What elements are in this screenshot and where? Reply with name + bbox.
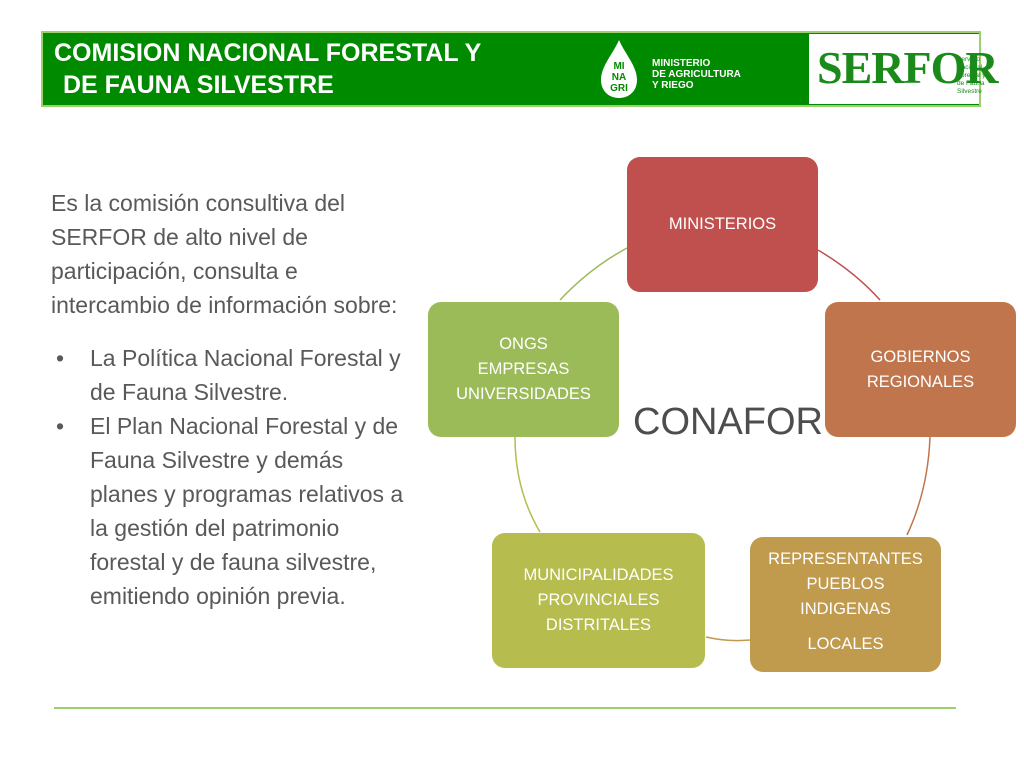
connector-gobiernos-representantes	[906, 436, 931, 536]
minagri-text-line-2: DE AGRICULTURA	[652, 69, 741, 80]
node-label: UNIVERSIDADES	[456, 385, 591, 403]
bullet-text: La Política Nacional Forestal y de Fauna…	[90, 345, 401, 405]
serfor-logo: SERFOR Servicio Nacional Forestal y de F…	[809, 34, 999, 104]
serfor-logo-word: SERFOR	[817, 42, 999, 93]
node-label: MUNICIPALIDADES	[523, 566, 674, 584]
node-gobiernos-regionales: GOBIERNOS REGIONALES	[825, 302, 1016, 437]
bullet-dot: •	[56, 413, 65, 439]
bullet-item: • El Plan Nacional Forestal y de Fauna S…	[51, 409, 411, 613]
bullet-dot: •	[56, 345, 65, 371]
serfor-tag-line-1: Servicio	[957, 56, 981, 63]
minagri-drop-line-2: NA	[612, 72, 626, 83]
node-label: ONGS	[499, 335, 548, 353]
bullet-text: El Plan Nacional Forestal y de Fauna Sil…	[90, 413, 404, 609]
center-label-conafor: CONAFOR	[633, 401, 823, 443]
minagri-logo-text: MINISTERIO DE AGRICULTURA Y RIEGO	[652, 58, 741, 91]
serfor-logo-tagline: Servicio Nacional Forestal y de Fauna Si…	[957, 56, 987, 96]
connector-municipalidades-ongs	[514, 436, 541, 533]
minagri-text-line-3: Y RIEGO	[652, 80, 694, 91]
node-label: PUEBLOS	[806, 575, 885, 593]
title-line-1: COMISION NACIONAL FORESTAL Y	[54, 39, 482, 67]
header-bar: COMISION NACIONAL FORESTAL Y DE FAUNA SI…	[41, 31, 999, 107]
serfor-tag-line-3: Forestal y	[957, 72, 986, 79]
title-line-2: DE FAUNA SILVESTRE	[63, 71, 334, 99]
serfor-tag-line-5: Silvestre	[957, 88, 982, 95]
description-text: Es la comisión consultiva del SERFOR de …	[51, 186, 411, 613]
serfor-tag-line-2: Nacional	[957, 64, 983, 71]
minagri-text-line-1: MINISTERIO	[652, 58, 711, 69]
node-label: EMPRESAS	[477, 360, 570, 378]
node-label: REGIONALES	[866, 372, 975, 391]
node-representantes: REPRESENTANTES PUEBLOS INDIGENAS LOCALES	[750, 537, 941, 672]
connector-representantes-municipalidades	[705, 636, 751, 642]
connector-ministerios-gobiernos	[817, 249, 881, 301]
connector-ongs-ministerios	[559, 247, 628, 301]
minagri-logo-icon: MI NA GRI	[601, 40, 637, 98]
node-label: MINISTERIOS	[668, 215, 777, 233]
node-label: REPRESENTANTES	[768, 550, 923, 568]
bullet-list: • La Política Nacional Forestal y de Fau…	[51, 341, 411, 613]
node-label: PROVINCIALES	[537, 591, 660, 609]
page-title: COMISION NACIONAL FORESTAL Y DE FAUNA SI…	[54, 37, 481, 101]
serfor-tag-line-4: de Fauna	[957, 80, 985, 87]
node-ministerios: MINISTERIOS	[627, 157, 818, 292]
footer-divider	[54, 707, 956, 709]
minagri-drop-line-3: GRI	[610, 83, 628, 94]
node-label: LOCALES	[807, 635, 884, 653]
minagri-drop-line-1: MI	[613, 61, 624, 72]
node-label: INDIGENAS	[800, 600, 891, 618]
bullet-item: • La Política Nacional Forestal y de Fau…	[51, 341, 411, 409]
node-label: GOBIERNOS	[870, 347, 971, 366]
node-municipalidades: MUNICIPALIDADES PROVINCIALES DISTRITALES	[492, 533, 705, 668]
intro-paragraph: Es la comisión consultiva del SERFOR de …	[51, 190, 398, 318]
node-ongs: ONGS EMPRESAS UNIVERSIDADES	[428, 302, 619, 437]
node-label: DISTRITALES	[545, 616, 652, 634]
